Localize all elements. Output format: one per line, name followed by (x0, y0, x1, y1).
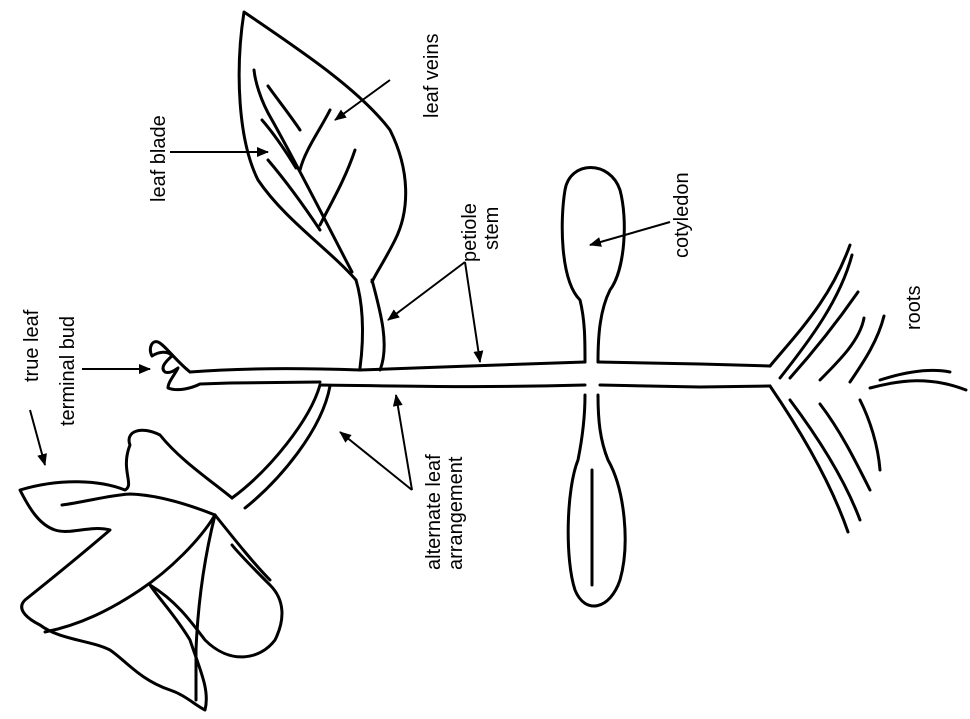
leaf-blade (239, 12, 406, 282)
label-cotyledon: cotyledon (671, 172, 693, 258)
annotation-arrows (30, 80, 670, 490)
label-arrangement: arrangement (445, 456, 467, 570)
label-roots: roots (903, 286, 925, 330)
cotyledon-upper (562, 168, 624, 363)
cotyledon-lower (568, 395, 625, 606)
true-leaf (20, 430, 282, 710)
label-alternate-leaf: alternate leaf (423, 454, 445, 570)
roots (770, 245, 966, 532)
label-leaf-blade: leaf blade (148, 115, 170, 202)
label-true-leaf: true leaf (21, 309, 43, 382)
true-leaf-petiole (232, 385, 330, 508)
label-leaf-veins: leaf veins (421, 34, 443, 119)
petiole (356, 280, 384, 370)
terminal-bud (150, 342, 320, 390)
label-petiole: petiole (459, 203, 481, 262)
label-terminal-bud: terminal bud (57, 316, 79, 426)
label-stem: stem (481, 207, 503, 250)
